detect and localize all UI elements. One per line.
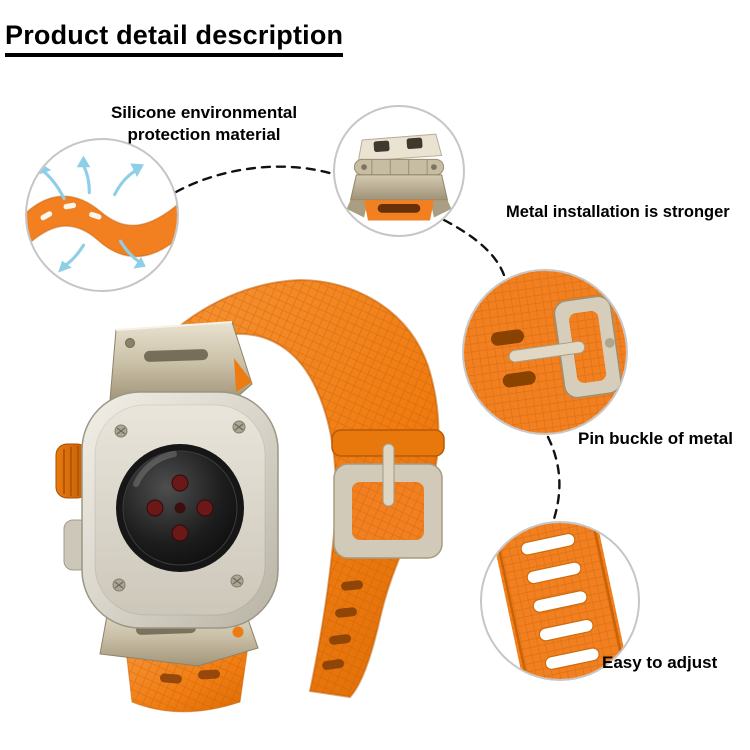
connector-line-silicone-to-metal [174, 165, 335, 194]
sensor-module [116, 444, 244, 572]
buckle-frame [333, 443, 443, 559]
watch-band [150, 278, 445, 699]
adapter-screw [125, 338, 135, 348]
adjust-holes [514, 523, 606, 679]
watch-back [55, 391, 279, 629]
metal-adapter-photo [333, 105, 465, 237]
connector-line-buckle-to-adjust [546, 435, 561, 521]
page-title: Product detail description [5, 20, 344, 57]
adjustment-holes-photo [480, 521, 640, 681]
silicone-material-label: Silicone environmental protection materi… [110, 103, 298, 144]
adapter-orange-accent [234, 358, 252, 392]
sensor-center [174, 502, 186, 514]
adjust-band [486, 523, 634, 679]
metal-adapter [346, 133, 452, 221]
silicone-material-photo [25, 138, 179, 292]
top-metal-adapter [109, 321, 253, 401]
band-holes [322, 580, 364, 670]
band-bottom-stub [125, 645, 249, 713]
flex-band [27, 195, 177, 258]
buckle-prong [382, 443, 395, 507]
case-screws [112, 420, 246, 592]
adapter-orange-accent [232, 626, 244, 638]
sensor-leds [146, 474, 214, 542]
pin-buckle-photo [462, 269, 628, 435]
metal-installation-label: Metal installation is stronger [506, 203, 730, 221]
easy-adjust-label: Easy to adjust [602, 653, 718, 672]
connector-line-metal-to-buckle [442, 218, 507, 280]
pin-buckle-label: Pin buckle of metal [578, 429, 733, 448]
buckle-prong [508, 340, 586, 363]
metal-buckle [508, 295, 622, 399]
